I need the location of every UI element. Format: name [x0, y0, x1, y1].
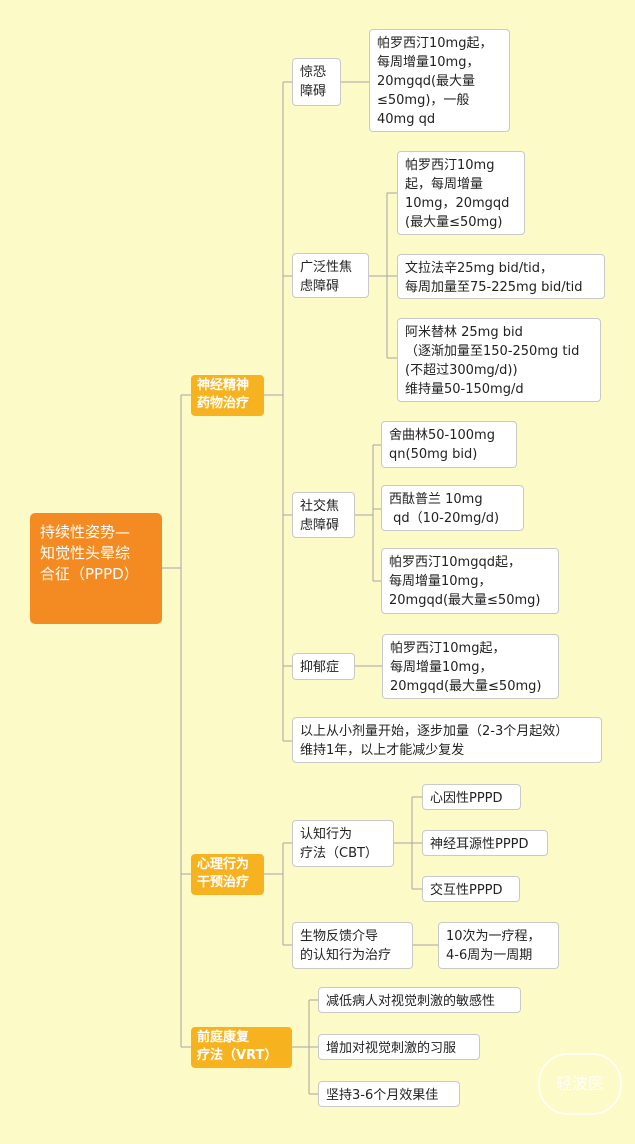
node-cbt: 认知行为 疗法（CBT）	[292, 820, 394, 867]
node-cbt-psychogenic: 心因性PPPD	[422, 784, 521, 810]
node-biofeedback-course: 10次为一疗程， 4-6周为一周期	[438, 922, 559, 969]
node-gad: 广泛性焦 虑障碍	[292, 253, 369, 298]
category-psych-therapy: 心理行为 干预治疗	[191, 854, 264, 895]
root-node-pppd: 持续性姿势— 知觉性头晕综 合征（PPPD）	[30, 513, 162, 624]
node-gad-venlafaxine: 文拉法辛25mg bid/tid， 每周加量至75-225mg bid/tid	[397, 254, 605, 299]
node-gad-paroxetine: 帕罗西汀10mg 起，每周增量 10mg，20mgqd (最大量≤50mg)	[397, 151, 525, 235]
category-drug-therapy: 神经精神 药物治疗	[191, 375, 264, 416]
node-social-paroxetine: 帕罗西汀10mgqd起， 每周增量10mg， 20mgqd(最大量≤50mg)	[381, 548, 559, 614]
node-cbt-interactive: 交互性PPPD	[422, 876, 520, 902]
node-dosing-note: 以上从小剂量开始，逐步加量（2-3个月起效） 维持1年，以上才能减少复发	[292, 717, 602, 763]
node-cbt-neuro-otogenic: 神经耳源性PPPD	[422, 830, 548, 856]
watermark-logo: 轻波医	[538, 1053, 622, 1115]
node-panic-disorder: 惊恐 障碍	[292, 58, 341, 106]
node-social-sertraline: 舍曲林50-100mg qn(50mg bid)	[381, 421, 517, 468]
node-depression-paroxetine: 帕罗西汀10mg起， 每周增量10mg， 20mgqd(最大量≤50mg)	[382, 634, 559, 699]
node-social-anxiety: 社交焦 虑障碍	[292, 492, 355, 538]
node-gad-amitriptyline: 阿米替林 25mg bid （逐渐加量至150-250mg tid (不超过30…	[397, 318, 601, 402]
node-vrt-duration: 坚持3-6个月效果佳	[318, 1081, 460, 1107]
node-vrt-habituation: 增加对视觉刺激的习服	[318, 1034, 480, 1060]
node-depression: 抑郁症	[292, 653, 355, 680]
category-vestibular-rehab: 前庭康复 疗法（VRT）	[191, 1027, 292, 1068]
node-social-citalopram: 西酞普兰 10mg qd（10-20mg/d)	[381, 485, 524, 531]
node-vrt-reduce-sensitivity: 减低病人对视觉刺激的敏感性	[318, 987, 521, 1013]
node-panic-paroxetine: 帕罗西汀10mg起， 每周增量10mg， 20mgqd(最大量 ≤50mg)，一…	[369, 29, 510, 132]
node-biofeedback-cbt: 生物反馈介导 的认知行为治疗	[292, 922, 413, 969]
